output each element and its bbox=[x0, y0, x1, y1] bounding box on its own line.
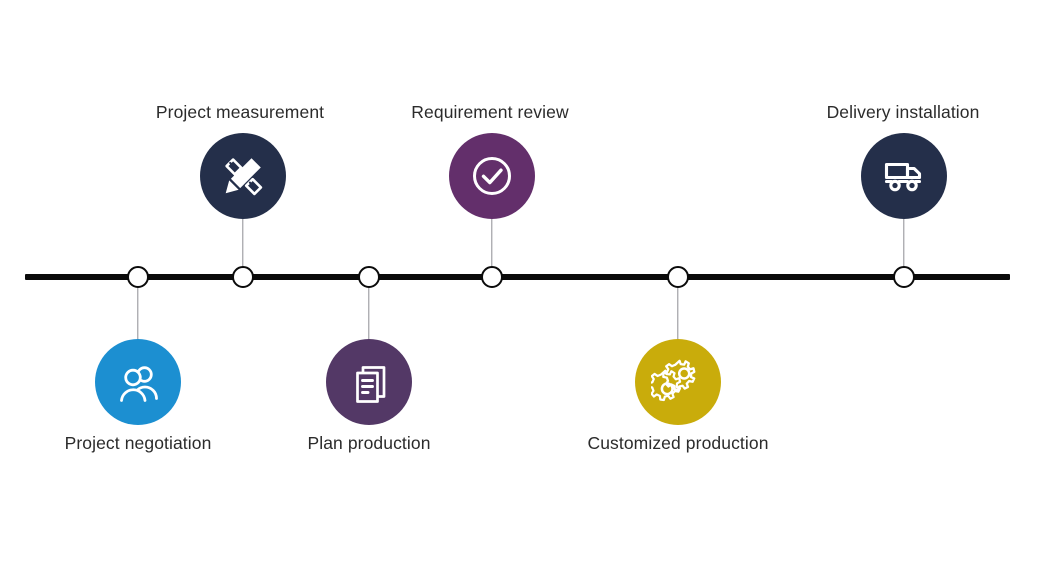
timeline-node-step-2[interactable] bbox=[232, 266, 254, 288]
check-circle-icon bbox=[466, 150, 518, 202]
icon-bubble-step-3[interactable] bbox=[326, 339, 412, 425]
connector-stem-step-4 bbox=[491, 216, 493, 274]
documents-icon bbox=[345, 358, 393, 406]
timeline-axis bbox=[25, 274, 1010, 280]
step-label-step-6: Delivery installation bbox=[826, 102, 980, 122]
step-label-step-1: Project negotiation bbox=[64, 433, 212, 453]
icon-bubble-step-1[interactable] bbox=[95, 339, 181, 425]
step-label-step-3: Plan production bbox=[307, 433, 431, 453]
connector-stem-step-2 bbox=[242, 216, 244, 274]
connector-stem-step-6 bbox=[903, 216, 905, 274]
connector-stem-step-5 bbox=[677, 285, 679, 343]
timeline-node-step-4[interactable] bbox=[481, 266, 503, 288]
pencil-ruler-icon bbox=[218, 151, 268, 201]
users-group-icon bbox=[113, 357, 163, 407]
delivery-truck-icon bbox=[878, 150, 930, 202]
icon-bubble-step-2[interactable] bbox=[200, 133, 286, 219]
connector-stem-step-1 bbox=[137, 285, 139, 343]
timeline-node-step-3[interactable] bbox=[358, 266, 380, 288]
timeline-node-step-1[interactable] bbox=[127, 266, 149, 288]
icon-bubble-step-5[interactable] bbox=[635, 339, 721, 425]
step-label-step-4: Requirement review bbox=[411, 102, 569, 122]
step-label-step-5: Customized production bbox=[587, 433, 769, 453]
icon-bubble-step-4[interactable] bbox=[449, 133, 535, 219]
gears-icon bbox=[651, 355, 705, 409]
timeline-node-step-6[interactable] bbox=[893, 266, 915, 288]
timeline-node-step-5[interactable] bbox=[667, 266, 689, 288]
icon-bubble-step-6[interactable] bbox=[861, 133, 947, 219]
connector-stem-step-3 bbox=[368, 285, 370, 343]
step-label-step-2: Project measurement bbox=[155, 102, 325, 122]
